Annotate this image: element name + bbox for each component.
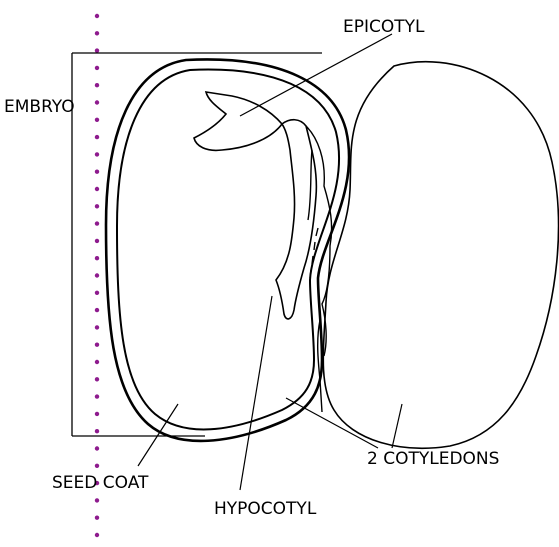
guide-dot — [95, 118, 99, 122]
cotyledons-label: 2 COTYLEDONS — [367, 449, 499, 469]
guide-dot — [95, 221, 99, 225]
guide-dot — [95, 291, 99, 295]
guide-dot — [95, 152, 99, 156]
guide-dot — [95, 48, 99, 52]
seed-coat-label: SEED COAT — [52, 473, 149, 493]
guide-dot — [95, 446, 99, 450]
guide-dot — [95, 204, 99, 208]
guide-dot — [95, 325, 99, 329]
hypocotyl-leader — [240, 296, 272, 490]
guide-dot — [95, 464, 99, 468]
guide-dot — [95, 429, 99, 433]
guide-dot — [95, 516, 99, 520]
guide-dot — [95, 343, 99, 347]
guide-dot — [95, 377, 99, 381]
guide-dot — [95, 170, 99, 174]
guide-dot — [95, 308, 99, 312]
guide-dot — [95, 498, 99, 502]
hypocotyl-label: HYPOCOTYL — [214, 499, 317, 519]
cotyledons-leader-2 — [392, 404, 402, 448]
seed-coat-leader — [138, 404, 178, 466]
guide-dot — [95, 187, 99, 191]
guide-dot — [95, 533, 99, 537]
guide-dot — [95, 100, 99, 104]
guide-dot — [95, 83, 99, 87]
guide-dot — [95, 412, 99, 416]
guide-dot — [95, 239, 99, 243]
guide-dot — [95, 135, 99, 139]
guide-dot — [95, 256, 99, 260]
embryo-label: EMBRYO — [4, 97, 75, 117]
epicotyl-label: EPICOTYL — [343, 17, 425, 37]
seed-coat-outline — [106, 59, 349, 440]
guide-dot — [95, 66, 99, 70]
guide-dot — [95, 31, 99, 35]
guide-dot — [95, 273, 99, 277]
guide-dot — [95, 14, 99, 18]
left-cotyledon-outline — [117, 70, 339, 430]
embryo-bracket — [72, 53, 322, 436]
right-cotyledon — [323, 62, 558, 449]
guide-dot — [95, 394, 99, 398]
dotted-guide-line — [95, 14, 99, 537]
guide-dot — [95, 360, 99, 364]
